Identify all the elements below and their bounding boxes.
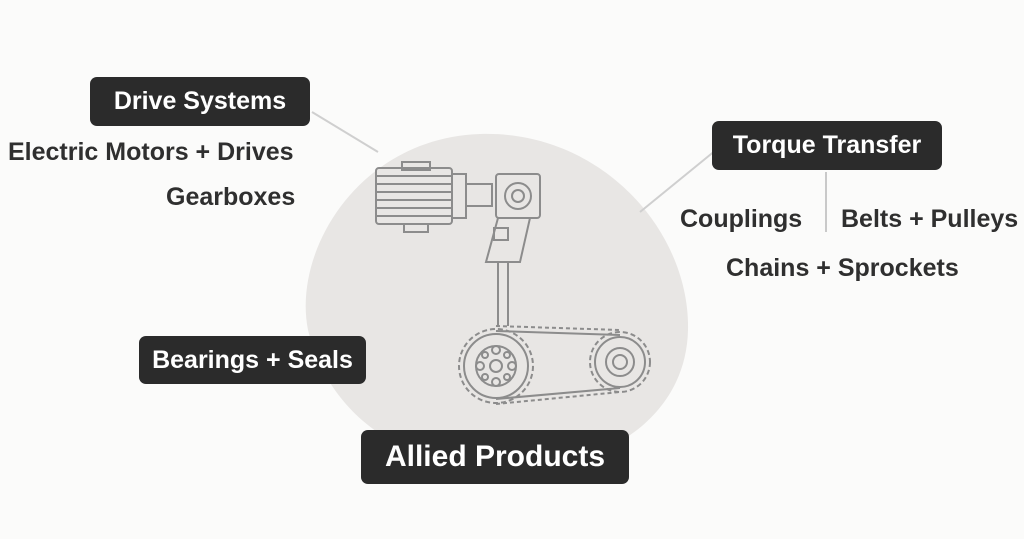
motor-icon [375,161,493,233]
item-gearboxes: Gearboxes [166,183,296,211]
chain-sprocket-icon [458,325,651,405]
group-title-drive-systems: Drive Systems [90,77,310,126]
item-couplings: Couplings [680,205,803,233]
connector-drive-systems [311,111,379,153]
item-belts-pulleys: Belts + Pulleys [841,205,1019,233]
center-blob [305,133,689,471]
group-title-bearings-seals: Bearings + Seals [139,336,366,384]
center-label: Allied Products [361,430,629,484]
gearbox-icon [484,173,541,326]
item-chains-sprockets: Chains + Sprockets [726,254,959,282]
item-electric-motors-drives: Electric Motors + Drives [8,138,294,166]
group-title-torque-transfer: Torque Transfer [712,121,942,170]
connector-torque-transfer [639,149,717,213]
